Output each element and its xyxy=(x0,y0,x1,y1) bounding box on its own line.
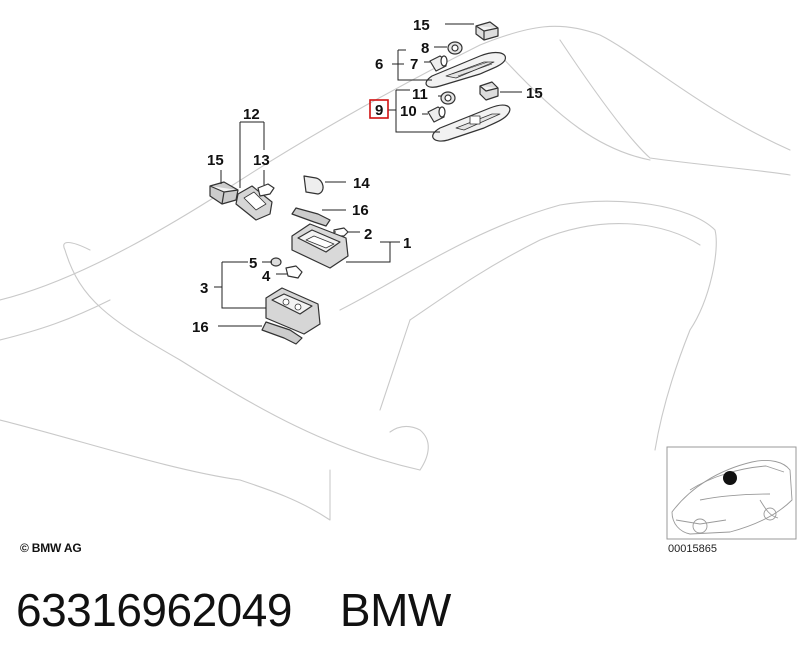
callout-15-top: 15 xyxy=(413,17,430,34)
part-lamp-lens-lower xyxy=(432,104,511,142)
highlight-box xyxy=(369,99,389,119)
leader-lines xyxy=(214,23,522,327)
callout-11: 11 xyxy=(412,86,428,103)
callout-13: 13 xyxy=(253,152,270,169)
part-6-lamp-lens xyxy=(425,51,506,88)
part-16-upper-strip xyxy=(291,207,331,227)
callout-15-mid: 15 xyxy=(526,85,543,102)
parts-artwork xyxy=(209,21,511,345)
callout-15-left: 15 xyxy=(207,152,224,169)
part-11-socket xyxy=(440,91,456,105)
part-3-rear-lamp xyxy=(265,287,321,335)
callout-7: 7 xyxy=(410,56,418,73)
brand-name: BMW xyxy=(339,584,451,636)
part-13-bulb xyxy=(257,183,275,197)
callout-16-lower: 16 xyxy=(192,319,209,336)
locator-thumbnail xyxy=(666,446,797,540)
callout-2: 2 xyxy=(364,226,372,243)
part-1-console-lamp xyxy=(291,223,349,269)
callout-10: 10 xyxy=(400,103,417,120)
part-16-lower-strip xyxy=(261,321,303,345)
part-5-socket xyxy=(270,257,282,267)
diagram-number: 00015865 xyxy=(668,543,717,555)
part-12-lamp-housing xyxy=(235,185,273,221)
part-14-cover xyxy=(303,175,324,195)
callout-12: 12 xyxy=(243,106,260,123)
copyright-notice: © BMW AG xyxy=(20,541,82,555)
locator-dot xyxy=(723,471,737,485)
part-10-bulb xyxy=(427,106,446,123)
part-15-top-clip xyxy=(475,21,499,41)
part-15-left-clip xyxy=(209,181,239,205)
callout-16-upper: 16 xyxy=(352,202,369,219)
part-caption: 63316962049 BMW xyxy=(16,583,451,637)
callout-8: 8 xyxy=(421,40,429,57)
callout-14: 14 xyxy=(353,175,370,192)
callout-6: 6 xyxy=(375,56,383,73)
part-4-bulb xyxy=(285,265,303,279)
callout-1: 1 xyxy=(403,235,411,252)
callouts: 15 8 7 6 11 15 9 10 12 15 13 14 16 2 1 5… xyxy=(192,17,543,336)
callout-4: 4 xyxy=(262,268,271,285)
callout-9[interactable]: 9 xyxy=(375,102,383,119)
part-number: 63316962049 xyxy=(16,584,292,636)
callout-3: 3 xyxy=(200,280,208,297)
car-roof-outline xyxy=(0,25,791,521)
callout-5: 5 xyxy=(249,255,257,272)
part-8-socket xyxy=(447,41,463,55)
part-15-mid-clip xyxy=(479,81,499,101)
part-7-bulb xyxy=(429,55,448,72)
